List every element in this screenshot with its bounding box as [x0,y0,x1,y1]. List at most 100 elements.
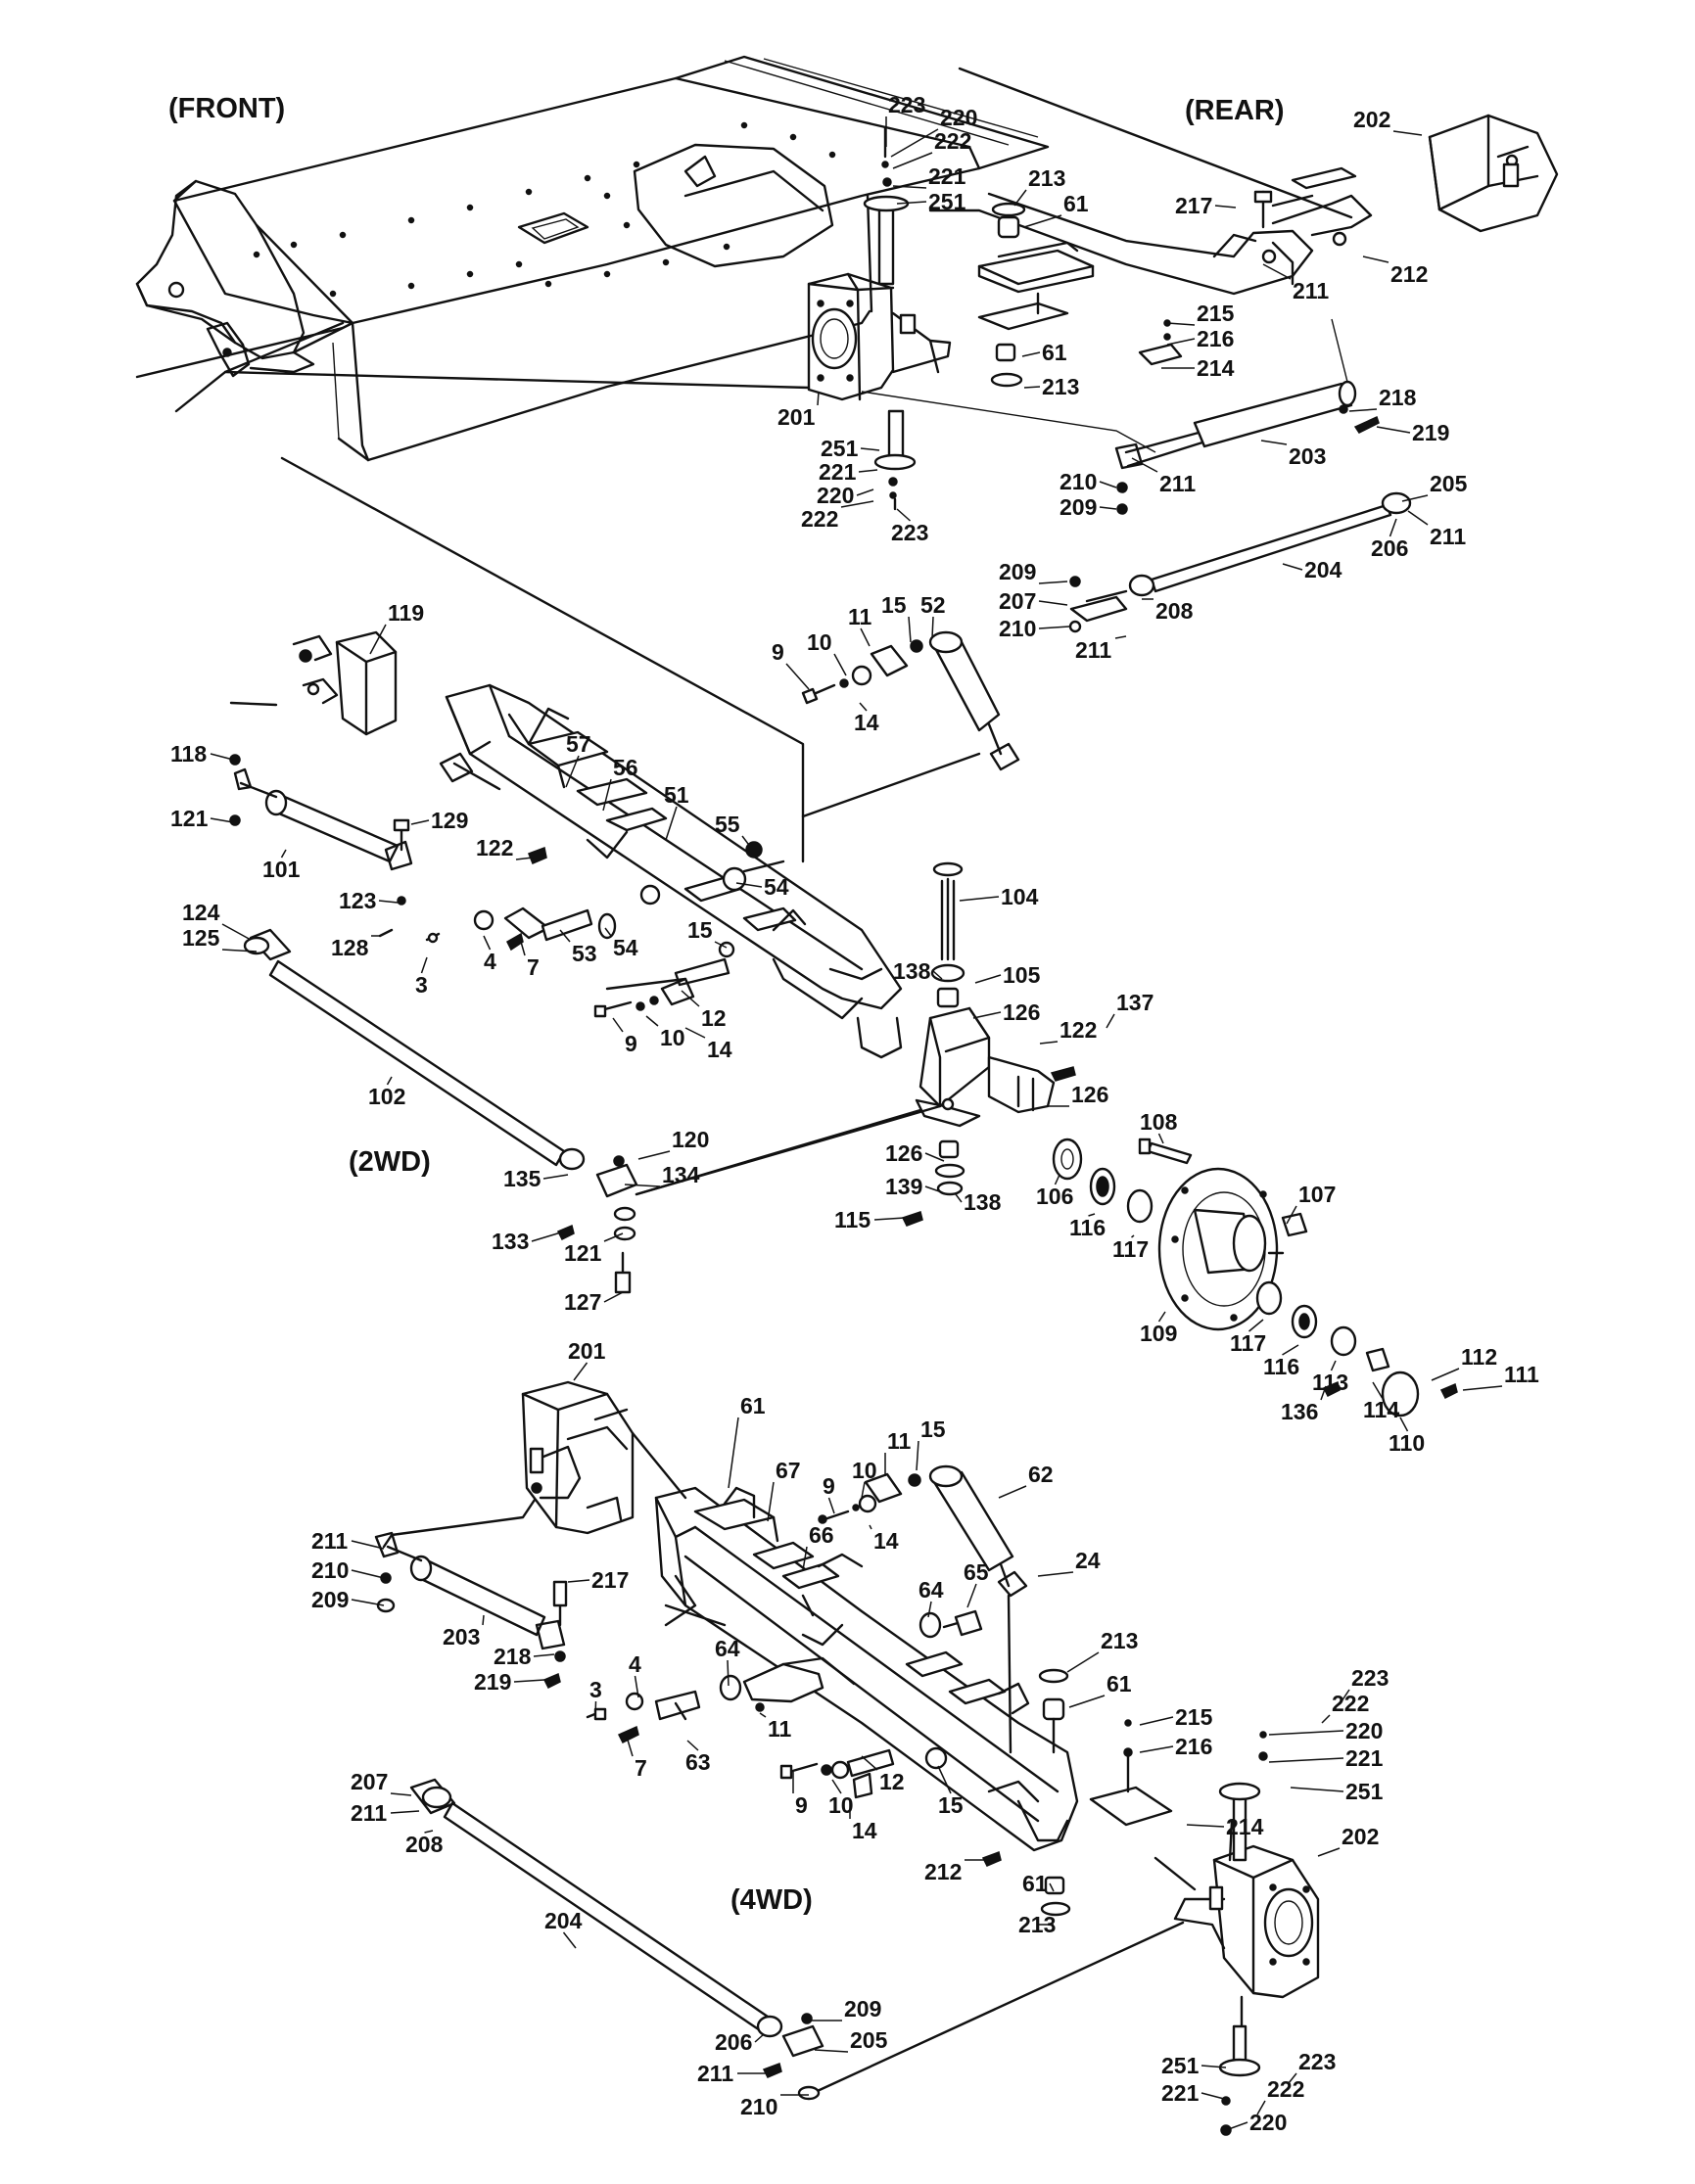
leader-line-201 [573,1362,589,1381]
part-number-118: 118 [170,741,207,767]
part-number-55: 55 [715,812,740,837]
leader-line-222 [1256,2100,1266,2115]
part-number-209: 209 [1059,494,1097,520]
leader-line-9 [785,663,810,690]
part-number-14: 14 [707,1037,732,1062]
part-number-10: 10 [660,1025,685,1050]
leader-line-220 [1225,2121,1248,2131]
part-number-122: 122 [476,835,513,860]
leader-line-211 [351,1540,385,1550]
leader-line-102 [386,1076,393,1086]
part-number-126: 126 [1071,1082,1108,1107]
part-number-57: 57 [566,731,591,757]
part-number-10: 10 [852,1458,877,1483]
leader-line-207 [1038,600,1068,606]
part-number-10: 10 [828,1792,854,1818]
part-number-221: 221 [1161,2080,1200,2106]
leader-line-217 [1214,205,1237,209]
leader-line-208 [424,1830,434,1834]
leader-line-221 [1268,1757,1344,1763]
leader-line-101 [280,849,287,859]
leader-line-134 [624,1184,661,1187]
part-number-3: 3 [589,1677,602,1702]
part-number-216: 216 [1197,326,1234,351]
leader-line-209 [1099,506,1117,510]
leader-line-213 [1066,1651,1100,1673]
leader-line-202 [1392,130,1423,136]
leader-line-126 [972,1011,1002,1019]
part-number-212: 212 [924,1859,962,1884]
part-number-14: 14 [854,710,879,735]
leader-line-117 [1248,1319,1264,1332]
part-number-101: 101 [262,857,301,882]
part-number-217: 217 [591,1567,629,1593]
leader-line-112 [1431,1368,1460,1381]
leader-line-15 [916,1440,919,1471]
leader-line-202 [1317,1847,1341,1857]
leader-line-221 [858,469,878,473]
part-number-138: 138 [893,958,931,984]
leader-line-12 [861,1755,878,1771]
part-number-219: 219 [474,1669,511,1695]
part-number-223: 223 [891,520,928,545]
leader-line-203 [1260,440,1288,445]
main-frame [135,55,1353,462]
part-number-219: 219 [1412,420,1449,445]
leader-line-251 [1201,2065,1227,2068]
part-number-216: 216 [1175,1734,1212,1759]
leader-line-54 [604,927,612,937]
part-number-9: 9 [823,1473,835,1499]
leader-line-119 [369,624,387,655]
leader-line-67 [767,1481,775,1522]
leader-line-15 [908,616,912,643]
part-number-213: 213 [1042,374,1079,399]
leader-line-222 [892,152,933,169]
leader-line-211 [1114,635,1127,639]
part-number-15: 15 [687,917,713,943]
leader-line-61 [728,1417,739,1489]
leader-line-213 [1023,386,1041,389]
leader-line-52 [931,616,934,639]
leader-line-136 [1320,1385,1327,1401]
part-number-109: 109 [1140,1321,1177,1346]
leader-line-205 [814,2049,849,2053]
leader-line-121 [603,1232,624,1242]
part-number-126: 126 [1003,999,1040,1025]
part-number-136: 136 [1281,1399,1318,1424]
tie-rod-top [1068,491,1412,633]
leader-line-15 [714,941,728,949]
leader-line-9 [827,1497,835,1514]
part-number-251: 251 [821,436,859,461]
part-number-202: 202 [1353,107,1390,132]
part-number-212: 212 [1390,261,1428,287]
leader-line-111 [1462,1385,1503,1391]
part-number-11: 11 [887,1428,912,1454]
leader-line-9 [612,1017,624,1033]
leader-line-10 [831,1779,842,1794]
leader-line-117 [1131,1234,1135,1238]
leader-line-220 [890,128,939,158]
leader-line-207 [390,1792,412,1796]
leader-line-218 [1348,408,1378,412]
leader-line-110 [1399,1417,1409,1432]
part-number-7: 7 [635,1755,647,1781]
part-number-134: 134 [662,1162,700,1187]
leader-line-211 [1262,263,1292,280]
leader-line-4 [634,1675,639,1698]
tie-rod-2wd [243,928,922,1294]
part-number-56: 56 [613,755,638,780]
part-number-221: 221 [1345,1745,1384,1771]
leader-line-251 [1290,1787,1344,1792]
leader-line-24 [1037,1571,1074,1577]
leader-line-217 [567,1579,590,1583]
part-number-208: 208 [405,1832,444,1857]
part-number-9: 9 [625,1031,637,1056]
part-number-220: 220 [1249,2110,1287,2135]
part-number-206: 206 [715,2029,752,2055]
leader-line-120 [637,1150,671,1160]
part-number-210: 210 [1059,469,1097,494]
part-number-222: 222 [1332,1691,1369,1716]
leader-line-108 [1157,1133,1164,1144]
